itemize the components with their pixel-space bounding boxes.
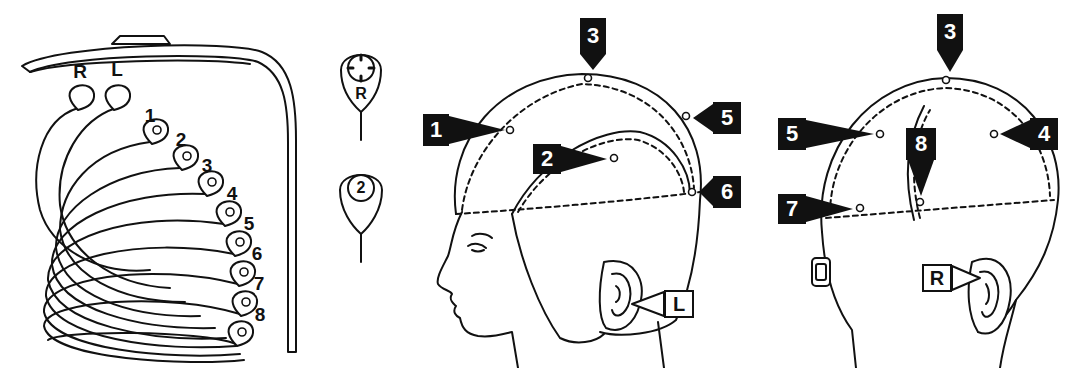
electrode-label: 8 bbox=[251, 303, 269, 325]
electrode-detail bbox=[340, 55, 382, 262]
callout-number: 5 bbox=[778, 118, 806, 150]
callout-number: 8 bbox=[906, 128, 936, 160]
electrode-label: R bbox=[70, 60, 90, 82]
callout-pointers bbox=[449, 50, 1030, 222]
electrode-label: 3 bbox=[198, 154, 216, 176]
electrode-label: 1 bbox=[141, 104, 159, 126]
electrode-label: 4 bbox=[223, 182, 241, 204]
callout-number: 2 bbox=[533, 144, 561, 174]
side-marker: L bbox=[664, 290, 694, 318]
electrode-dots bbox=[507, 75, 998, 212]
electrode-label: L bbox=[107, 58, 127, 80]
electrode-mark: R bbox=[352, 84, 370, 104]
cable-bundle bbox=[22, 36, 296, 362]
electrode-label: 2 bbox=[172, 128, 190, 150]
head-back-view bbox=[812, 78, 1059, 368]
callout-number: 6 bbox=[713, 176, 741, 208]
callout-number: 4 bbox=[1030, 118, 1058, 150]
callout-number: 1 bbox=[423, 114, 449, 146]
callout-number: 7 bbox=[778, 194, 806, 224]
callout-number: 3 bbox=[580, 18, 606, 54]
electrode-label: 7 bbox=[250, 272, 268, 294]
callout-number: 3 bbox=[937, 14, 963, 50]
electrode-label: 6 bbox=[248, 242, 266, 264]
electrode-label: 5 bbox=[240, 212, 258, 234]
callout-number: 5 bbox=[713, 102, 741, 134]
side-marker: R bbox=[922, 264, 952, 292]
electrode-mark: 2 bbox=[352, 178, 370, 198]
head-side-view bbox=[438, 74, 701, 368]
